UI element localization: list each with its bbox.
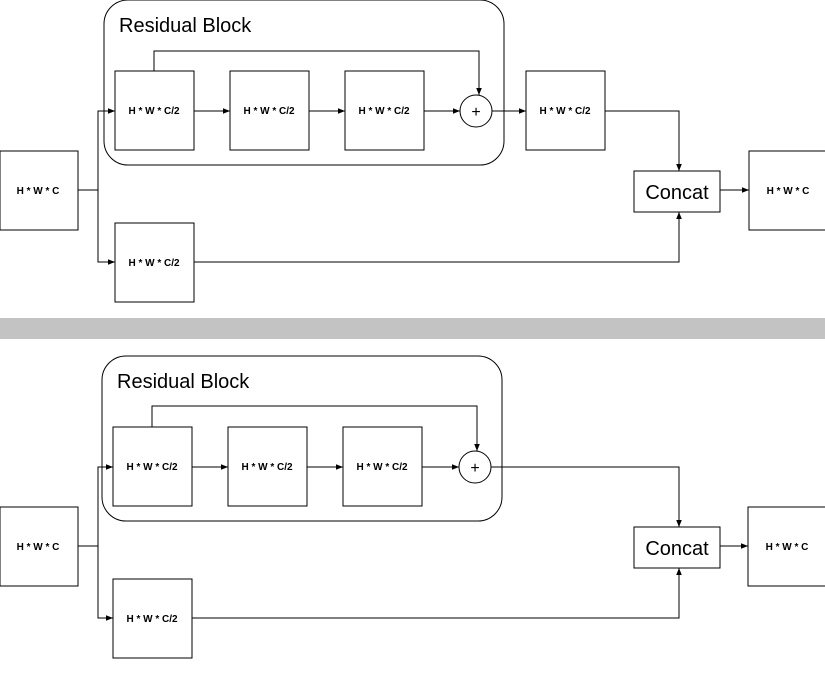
bottom-input-label: H * W * C	[17, 542, 60, 553]
bottom-res-box-3-label: H * W * C/2	[356, 462, 408, 473]
bottom-arrow-input-to-res1	[78, 464, 113, 547]
bottom-bypass-box	[112, 578, 193, 659]
bottom-arrow-input-to-bypass	[97, 546, 113, 621]
top-res-box-2	[229, 70, 310, 151]
top-skip-connection	[153, 50, 482, 95]
section-separator	[0, 318, 825, 339]
top-input-label: H * W * C	[17, 186, 60, 197]
top-arrow-post-to-concat	[605, 110, 682, 171]
top-concat-label: Concat	[645, 182, 709, 204]
top-res-box-3	[344, 70, 425, 151]
bottom-res-box-2	[227, 426, 308, 507]
top-arrow-bypass-to-concat	[194, 212, 682, 263]
bottom-residual-block-title: Residual Block	[117, 371, 250, 393]
bottom-res-box-2-label: H * W * C/2	[241, 462, 293, 473]
top-input-box	[0, 150, 79, 231]
top-arrow-input-to-bypass	[97, 190, 115, 265]
top-post-add-box	[525, 70, 606, 151]
bottom-concat-box	[633, 526, 721, 569]
bottom-output-label: H * W * C	[766, 542, 809, 553]
top-post-add-label: H * W * C/2	[539, 106, 591, 117]
bottom-diagram: Residual Block H * W * C H * W * C/2 H *…	[0, 355, 825, 659]
top-res-box-3-label: H * W * C/2	[358, 106, 410, 117]
top-output-label: H * W * C	[767, 186, 810, 197]
bottom-res-box-1	[112, 426, 193, 507]
bottom-input-box	[0, 506, 79, 587]
bottom-arrow-add-to-concat	[491, 466, 682, 527]
top-arrow-input-to-res1	[78, 108, 115, 191]
bottom-add-symbol: +	[470, 460, 479, 477]
bottom-res-box-3	[342, 426, 423, 507]
bottom-output-box	[747, 506, 825, 587]
top-diagram: Residual Block H * W * C H * W * C/2 H *…	[0, 0, 825, 303]
bottom-concat-label: Concat	[645, 538, 709, 560]
bottom-arrow-bypass-to-concat	[192, 568, 682, 619]
bottom-bypass-label: H * W * C/2	[126, 614, 178, 625]
top-bypass-label: H * W * C/2	[128, 258, 180, 269]
bottom-skip-connection	[151, 405, 480, 451]
top-residual-block-title: Residual Block	[119, 15, 252, 37]
bottom-res-box-1-label: H * W * C/2	[126, 462, 178, 473]
top-concat-box	[633, 170, 721, 213]
top-res-box-2-label: H * W * C/2	[243, 106, 295, 117]
top-res-box-1-label: H * W * C/2	[128, 106, 180, 117]
top-add-symbol: +	[471, 104, 480, 121]
